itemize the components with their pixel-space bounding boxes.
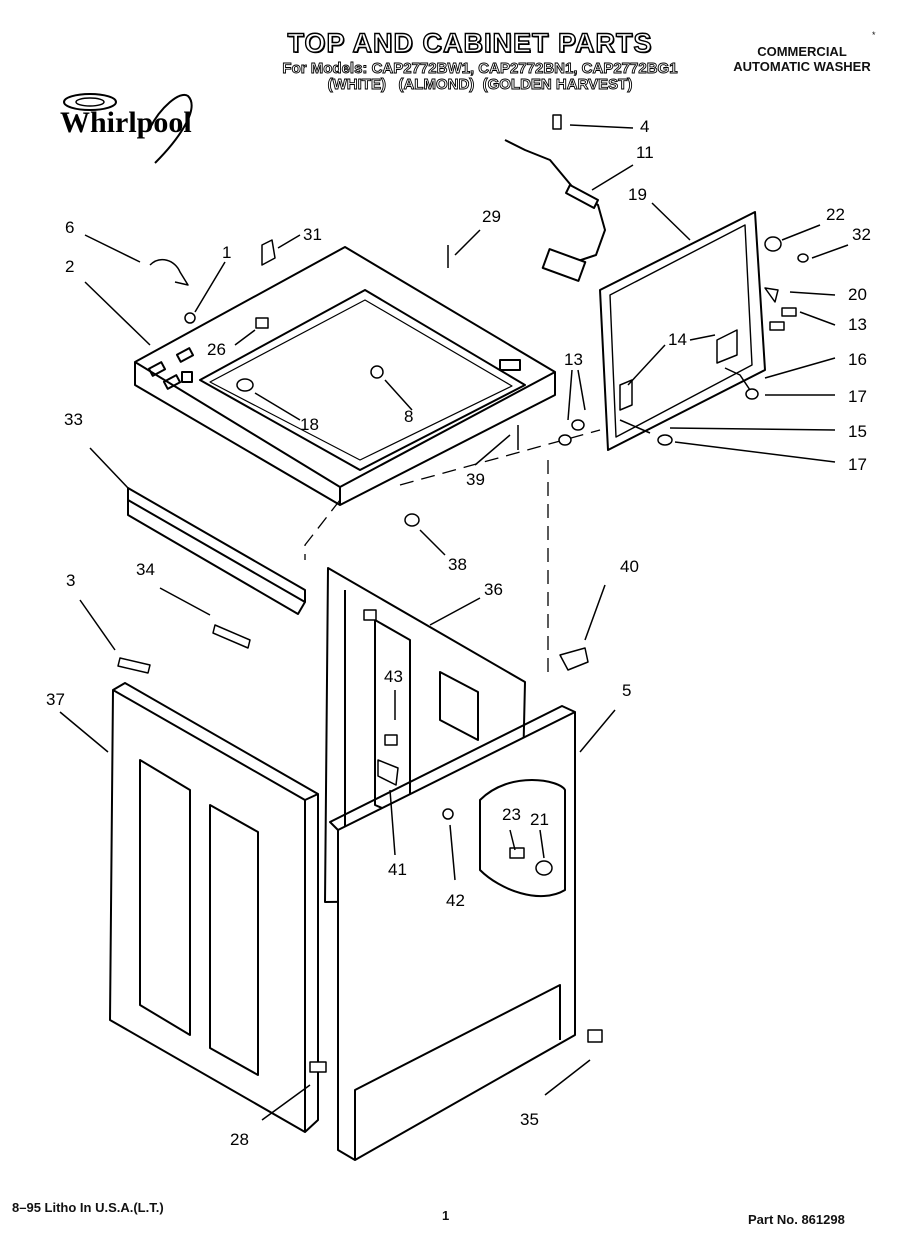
callout-8: 8 <box>404 407 413 426</box>
callout-17-upper: 17 <box>848 387 867 406</box>
callout-28: 28 <box>230 1130 249 1149</box>
callout-43: 43 <box>384 667 403 686</box>
part-callouts: 4 11 19 29 31 6 1 2 26 22 32 20 13 14 16… <box>46 117 871 1149</box>
callout-16: 16 <box>848 350 867 369</box>
product-type: COMMERCIAL AUTOMATIC WASHER <box>722 44 882 74</box>
callout-38: 38 <box>448 555 467 574</box>
callout-15: 15 <box>848 422 867 441</box>
callout-2: 2 <box>65 257 74 276</box>
callout-20: 20 <box>848 285 867 304</box>
callout-32: 32 <box>852 225 871 244</box>
product-line-2: AUTOMATIC WASHER <box>733 59 871 74</box>
models-line: For Models: CAP2772BW1, CAP2772BN1, CAP2… <box>282 60 678 77</box>
page-number: 1 <box>442 1208 450 1223</box>
small-parts <box>117 114 809 1073</box>
colors-line: (WHITE) (ALMOND) (GOLDEN HARVEST) <box>327 76 633 93</box>
callout-4: 4 <box>640 117 649 136</box>
callout-29: 29 <box>482 207 501 226</box>
callout-40: 40 <box>620 557 639 576</box>
callout-13-right: 13 <box>848 315 867 334</box>
part-number: Part No. 861298 <box>748 1212 845 1227</box>
callout-36: 36 <box>484 580 503 599</box>
callout-37: 37 <box>46 690 65 709</box>
cabinet-front-panel <box>329 705 576 1161</box>
assembly-dashed-lines <box>304 429 601 680</box>
callout-17-lower: 17 <box>848 455 867 474</box>
callout-14: 14 <box>668 330 687 349</box>
callout-39: 39 <box>466 470 485 489</box>
callout-3: 3 <box>66 571 75 590</box>
front-rail <box>127 487 306 615</box>
brand-wordmark: Whirlpool <box>60 106 192 139</box>
callout-23: 23 <box>502 805 521 824</box>
callout-13-left: 13 <box>564 350 583 369</box>
callout-26: 26 <box>207 340 226 359</box>
callout-18: 18 <box>300 415 319 434</box>
top-cover <box>134 246 556 506</box>
model-list: For Models: CAP2772BW1, CAP2772BN1, CAP2… <box>230 60 730 93</box>
wire-harness <box>504 139 606 282</box>
page-title: TOP AND CABINET PARTS <box>287 27 653 58</box>
callout-6: 6 <box>65 218 74 237</box>
product-line-1: COMMERCIAL <box>757 44 847 59</box>
console-panel <box>599 211 766 451</box>
callout-33: 33 <box>64 410 83 429</box>
callout-35: 35 <box>520 1110 539 1129</box>
corner-mark: * <box>872 30 876 40</box>
callout-42: 42 <box>446 891 465 910</box>
whirlpool-logo: Whirlpool <box>60 93 193 164</box>
callout-5: 5 <box>622 681 631 700</box>
callout-21: 21 <box>530 810 549 829</box>
litho-note: 8–95 Litho In U.S.A.(L.T.) <box>12 1200 164 1215</box>
callout-arrows <box>59 124 849 1121</box>
callout-1: 1 <box>222 243 231 262</box>
callout-31: 31 <box>303 225 322 244</box>
callout-11: 11 <box>636 143 654 162</box>
callout-34: 34 <box>136 560 155 579</box>
callout-19: 19 <box>628 185 647 204</box>
cabinet-side-panel <box>109 682 319 1133</box>
callout-41: 41 <box>388 860 407 879</box>
callout-22: 22 <box>826 205 845 224</box>
